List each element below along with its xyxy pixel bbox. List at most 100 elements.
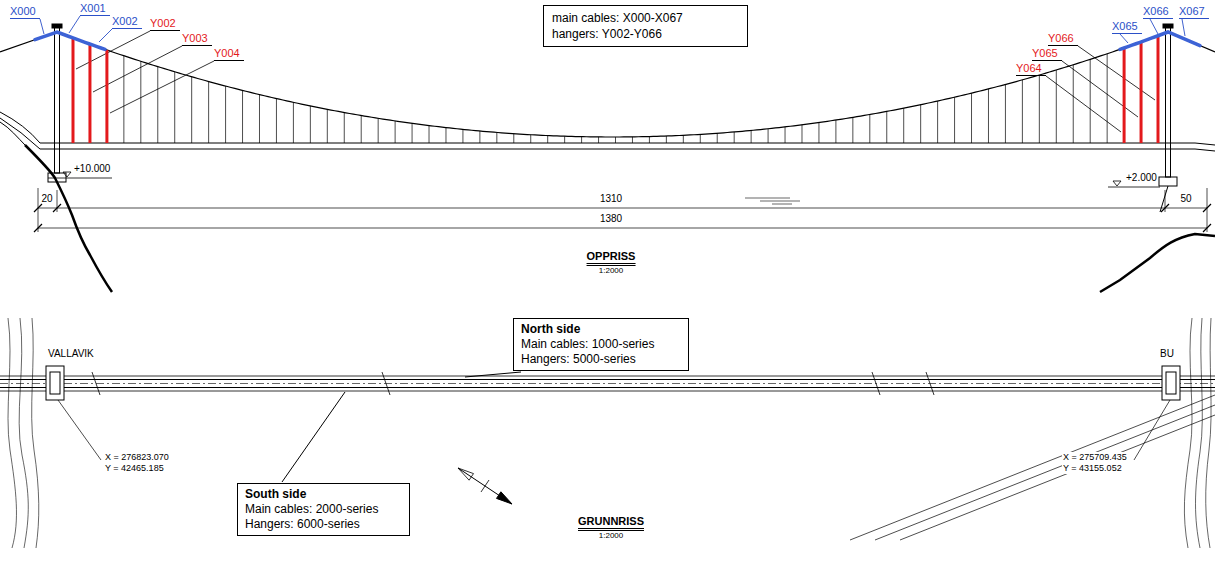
dimension-line — [38, 208, 1207, 209]
leader-line — [465, 372, 521, 377]
hanger — [174, 72, 175, 143]
north-arrow — [497, 492, 513, 504]
hanger — [513, 134, 514, 143]
info-box: South sideMain cables: 2000-seriesHanger… — [237, 483, 410, 536]
hanger — [700, 134, 701, 143]
coordinate: X = 275709.435 — [1062, 452, 1128, 463]
hanger-callout: Y064 — [1016, 62, 1046, 76]
water-mark — [772, 204, 792, 205]
hanger — [1090, 59, 1091, 143]
hanger — [547, 136, 548, 143]
terrain-line — [0, 122, 25, 145]
level-mark: +2.000 — [1126, 172, 1157, 184]
hanger — [751, 130, 752, 143]
tower-plan — [1166, 372, 1176, 394]
level-line — [1108, 187, 1160, 188]
tower — [1166, 27, 1171, 177]
hanger — [649, 137, 650, 143]
hanger — [1039, 75, 1040, 143]
leader-line — [76, 31, 150, 69]
box-text: hangers: Y002-Y066 — [552, 26, 739, 42]
highlighted-hanger — [1157, 36, 1160, 143]
level-triangle — [63, 172, 71, 177]
extension-line — [38, 188, 39, 232]
leader-line — [99, 29, 112, 42]
hanger — [852, 117, 853, 143]
hanger — [1005, 84, 1006, 143]
hanger — [462, 129, 463, 143]
hanger-callout: Y002 — [150, 17, 180, 31]
box-heading: North side — [521, 322, 681, 337]
hanger — [412, 123, 413, 143]
hanger — [818, 122, 819, 143]
hanger — [293, 102, 294, 143]
hanger — [276, 99, 277, 143]
hanger — [835, 120, 836, 143]
hanger-callout: Y066 — [1048, 32, 1078, 46]
hanger — [310, 106, 311, 143]
leader-line — [69, 16, 80, 33]
level-triangle — [1113, 181, 1121, 186]
leader-line — [58, 400, 101, 460]
dimension: 1380 — [600, 213, 622, 225]
road-line — [875, 405, 1215, 540]
hanger — [785, 127, 786, 143]
highlighted-hanger — [1140, 42, 1143, 143]
foundation — [1159, 177, 1177, 186]
hanger — [445, 128, 446, 143]
hanger — [954, 97, 955, 143]
dimension: 1310 — [600, 193, 622, 205]
hanger — [801, 125, 802, 143]
hanger — [225, 86, 226, 143]
leader-line — [1134, 400, 1170, 460]
contour-line — [19, 318, 28, 548]
water-mark — [760, 201, 800, 202]
hanger — [903, 108, 904, 143]
scale: 1:2000 — [599, 531, 623, 541]
road-line — [850, 395, 1215, 540]
hanger — [937, 101, 938, 143]
center-line — [0, 383, 1215, 384]
hanger — [666, 136, 667, 143]
terrain-line — [25, 145, 112, 292]
leader-line — [1150, 19, 1158, 34]
dimension-tick — [34, 204, 1211, 232]
place-name: VALLAVIK — [48, 348, 94, 360]
hanger — [1073, 65, 1074, 143]
hanger — [717, 133, 718, 143]
dimension: 20 — [41, 193, 52, 205]
hanger — [581, 137, 582, 143]
hanger — [395, 121, 396, 143]
hanger — [683, 135, 684, 143]
extension-line — [1207, 188, 1208, 232]
leader-line — [282, 392, 345, 482]
hanger — [1107, 54, 1108, 143]
highlighted-cable — [1120, 32, 1200, 49]
north-arrow — [458, 468, 474, 480]
north-arrow — [458, 468, 512, 504]
cable-callout: X065 — [1112, 20, 1142, 34]
hanger — [988, 89, 989, 143]
leader-line — [40, 19, 44, 34]
deck-edge — [0, 387, 1215, 388]
leader-line — [110, 61, 214, 113]
leader-line — [1078, 46, 1155, 100]
joint-mark — [92, 372, 934, 395]
hanger — [259, 95, 260, 143]
hanger — [242, 90, 243, 143]
cable-callout: X001 — [80, 2, 110, 16]
box-text: main cables: X000-X067 — [552, 10, 739, 26]
box-heading: South side — [245, 487, 402, 502]
tower — [55, 27, 60, 173]
deck-edge — [0, 376, 1215, 377]
hanger-callout: Y003 — [182, 32, 212, 46]
water-mark — [745, 198, 790, 199]
tower-plan — [50, 372, 60, 394]
view-title: OPPRISS — [587, 250, 636, 266]
place-name: BU — [1160, 348, 1174, 360]
info-box: main cables: X000-X067hangers: Y002-Y066 — [543, 5, 748, 47]
